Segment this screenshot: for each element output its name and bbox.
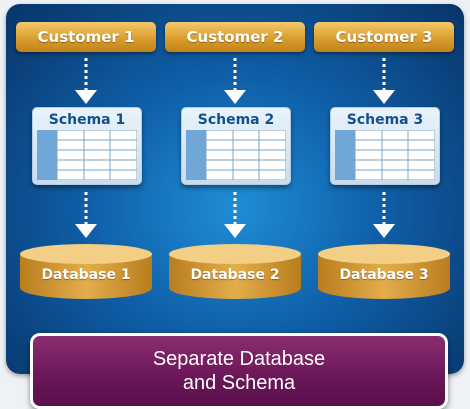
down-arrow-icon [75,58,97,104]
down-arrow-icon [75,192,97,238]
schema-title: Schema 2 [197,112,275,128]
table-grid-icon [37,130,137,180]
database-cylinder: Database 2 [165,242,305,302]
down-arrow-icon [373,58,395,104]
database-label: Database 1 [41,267,131,283]
customer-box: Customer 3 [314,22,454,52]
down-arrow-icon [224,192,246,238]
column-1: Customer 1 Schema 1 [16,4,156,314]
down-arrow-icon [373,192,395,238]
schema-table: Schema 1 [32,107,142,185]
database-cylinder: Database 1 [16,242,156,302]
database-label: Database 3 [339,267,429,283]
schema-table: Schema 3 [330,107,440,185]
diagram-panel: Customer 1 Schema 1 [6,4,464,374]
schema-table: Schema 2 [181,107,291,185]
database-cylinder: Database 3 [314,242,454,302]
database-icon [318,244,450,299]
column-2: Customer 2 Schema 2 [165,4,305,314]
database-icon [20,244,152,299]
customer-box: Customer 2 [165,22,305,52]
banner-line-1: Separate Database [152,348,326,370]
table-grid-icon [335,130,435,180]
banner-line-2: and Schema [182,372,296,394]
database-label: Database 2 [190,267,280,283]
caption-banner: Separate Database and Schema [30,333,448,409]
down-arrow-icon [224,58,246,104]
column-3: Customer 3 Schema 3 [314,4,454,314]
database-icon [169,244,301,299]
schema-title: Schema 3 [346,112,424,128]
schema-title: Schema 1 [48,112,126,128]
table-grid-icon [186,130,286,180]
customer-box: Customer 1 [16,22,156,52]
